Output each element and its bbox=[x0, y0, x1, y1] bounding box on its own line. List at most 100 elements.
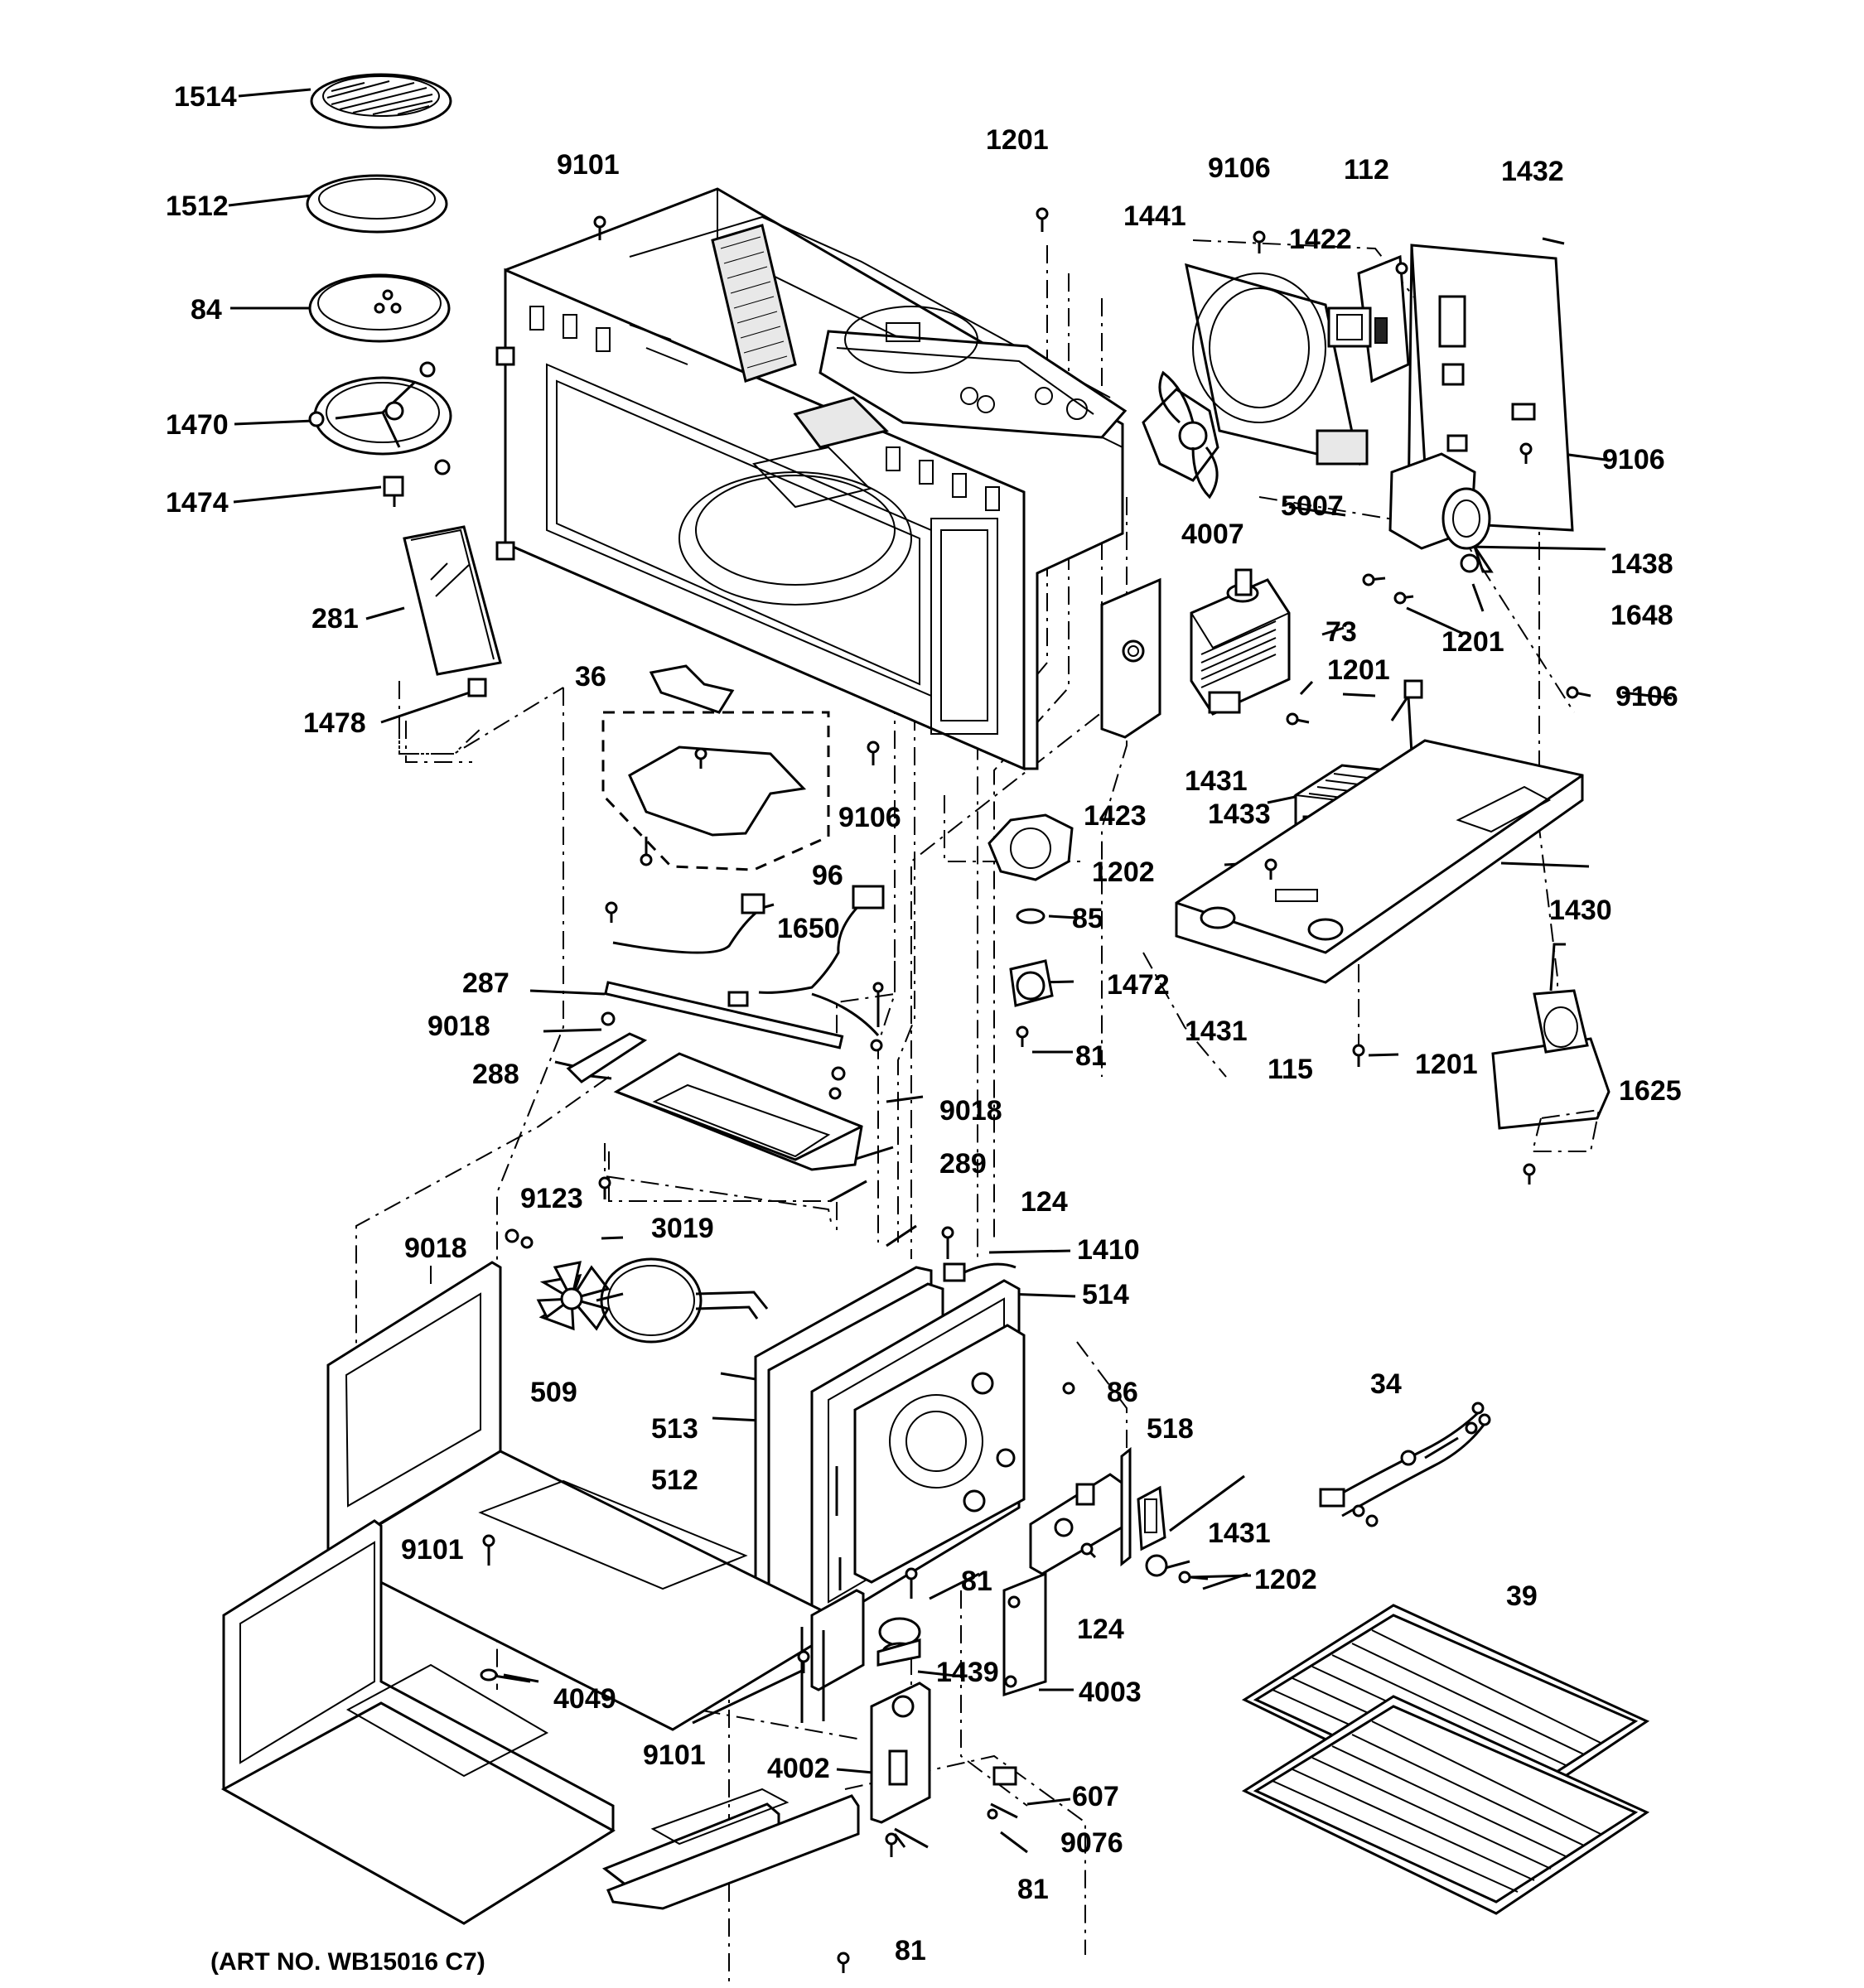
art-number: (ART NO. WB15016 C7) bbox=[210, 1948, 485, 1976]
part-label-1431a: 1431 bbox=[1185, 765, 1248, 797]
part-label-514: 514 bbox=[1082, 1279, 1129, 1310]
thermal-cutout bbox=[1327, 306, 1388, 348]
magnetron-bracket bbox=[1100, 577, 1161, 739]
hv-capacitor-assembly bbox=[1362, 452, 1494, 605]
part-label-9101b: 9101 bbox=[401, 1534, 464, 1566]
base-screw-head bbox=[1264, 858, 1277, 871]
part-label-9106c: 9106 bbox=[1615, 681, 1678, 712]
cover-guide bbox=[398, 721, 481, 755]
part-labels: 1514 1512 84 1470 1474 281 1478 9101 1201 9106 112… bbox=[166, 81, 1682, 1966]
part-label-1650: 1650 bbox=[777, 913, 840, 944]
stirrer-assembly bbox=[601, 664, 830, 871]
part-label-288: 288 bbox=[472, 1059, 519, 1090]
part-label-9101a: 9101 bbox=[557, 149, 620, 181]
part-label-39: 39 bbox=[1506, 1580, 1538, 1612]
part-label-81b: 81 bbox=[961, 1566, 992, 1597]
part-label-9018a: 9018 bbox=[427, 1011, 490, 1042]
part-label-1439: 1439 bbox=[936, 1657, 999, 1688]
lower-brackets bbox=[797, 1567, 1047, 1973]
part-label-84: 84 bbox=[191, 294, 222, 326]
part-label-287: 287 bbox=[462, 967, 509, 999]
convection-fan-heater bbox=[505, 1228, 769, 1344]
roller-ring bbox=[308, 361, 452, 475]
part-label-4007: 4007 bbox=[1181, 519, 1244, 550]
part-label-4002: 4002 bbox=[767, 1753, 830, 1784]
part-label-4049: 4049 bbox=[553, 1683, 616, 1715]
part-label-36: 36 bbox=[575, 661, 606, 692]
part-label-9106b: 9106 bbox=[1602, 444, 1665, 475]
outer-chassis bbox=[220, 1261, 852, 1925]
part-label-1430: 1430 bbox=[1549, 895, 1612, 926]
plate-screw-b-head bbox=[1352, 1044, 1365, 1057]
part-label-96: 96 bbox=[812, 860, 843, 891]
part-label-518: 518 bbox=[1147, 1413, 1194, 1445]
part-label-1433: 1433 bbox=[1208, 799, 1271, 830]
part-label-3019: 3019 bbox=[651, 1213, 714, 1244]
part-label-1423: 1423 bbox=[1084, 800, 1147, 832]
wire-harness-34 bbox=[1319, 1402, 1491, 1527]
component-base-plate bbox=[1175, 739, 1584, 984]
glass-turntable bbox=[308, 273, 451, 343]
part-label-509: 509 bbox=[530, 1377, 577, 1408]
part-label-1201c: 1201 bbox=[1327, 654, 1390, 686]
fan-motor-assembly bbox=[1142, 254, 1410, 499]
part-label-9106a: 9106 bbox=[1208, 152, 1271, 184]
screws-top bbox=[593, 207, 1266, 765]
magnetron bbox=[1190, 568, 1291, 716]
part-label-124b: 124 bbox=[1077, 1614, 1124, 1645]
part-label-1470: 1470 bbox=[166, 409, 229, 441]
part-label-1512: 1512 bbox=[166, 191, 229, 222]
part-label-81a: 81 bbox=[1075, 1040, 1107, 1072]
part-label-86: 86 bbox=[1107, 1377, 1138, 1408]
wire-harness-lamp bbox=[601, 885, 885, 1100]
part-label-289: 289 bbox=[939, 1148, 987, 1180]
part-label-281: 281 bbox=[311, 603, 359, 635]
part-label-512: 512 bbox=[651, 1464, 698, 1496]
part-label-1431c: 1431 bbox=[1208, 1518, 1271, 1549]
part-label-1438: 1438 bbox=[1610, 548, 1673, 580]
part-label-81c: 81 bbox=[895, 1935, 926, 1966]
part-label-9076: 9076 bbox=[1060, 1827, 1123, 1859]
waveguide-cover bbox=[403, 525, 502, 676]
rear-panel-assembly bbox=[754, 1226, 1026, 1630]
part-label-9018c: 9018 bbox=[404, 1233, 467, 1264]
oven-racks bbox=[1241, 1604, 1650, 1915]
part-label-1648: 1648 bbox=[1610, 600, 1673, 631]
part-label-1472: 1472 bbox=[1107, 969, 1170, 1001]
turntable-coupler bbox=[383, 475, 404, 507]
interlock-bracket-assembly bbox=[1029, 1382, 1209, 1584]
part-label-124a: 124 bbox=[1021, 1186, 1068, 1218]
damper-assembly bbox=[1491, 943, 1610, 1185]
part-label-5007: 5007 bbox=[1281, 490, 1344, 522]
part-label-1410: 1410 bbox=[1077, 1234, 1140, 1266]
part-label-1474: 1474 bbox=[166, 487, 229, 519]
part-label-1478: 1478 bbox=[303, 707, 366, 739]
cooking-tray bbox=[306, 174, 448, 234]
magnetron-screw-head bbox=[1286, 712, 1299, 726]
part-label-1201a: 1201 bbox=[986, 124, 1049, 156]
part-label-1202a: 1202 bbox=[1092, 856, 1155, 888]
part-label-1431b: 1431 bbox=[1185, 1016, 1248, 1047]
part-label-513: 513 bbox=[651, 1413, 698, 1445]
part-label-9106d: 9106 bbox=[838, 802, 901, 833]
part-label-1625: 1625 bbox=[1619, 1075, 1682, 1107]
part-label-1201d: 1201 bbox=[1415, 1049, 1478, 1080]
part-label-9101c: 9101 bbox=[643, 1740, 706, 1771]
cover-clip bbox=[467, 678, 487, 697]
grill-rack-tray bbox=[310, 73, 452, 129]
part-label-1202b: 1202 bbox=[1254, 1564, 1317, 1595]
turntable-motor-assembly bbox=[988, 813, 1074, 1047]
part-label-85: 85 bbox=[1072, 903, 1103, 934]
part-label-34: 34 bbox=[1370, 1368, 1402, 1400]
part-label-4003: 4003 bbox=[1079, 1677, 1142, 1708]
part-label-1514: 1514 bbox=[174, 81, 237, 113]
front-trim bbox=[601, 1788, 860, 1910]
lamp-housing bbox=[566, 1032, 863, 1227]
part-label-1441: 1441 bbox=[1123, 200, 1186, 232]
part-label-1432: 1432 bbox=[1501, 156, 1564, 187]
part-label-115: 115 bbox=[1268, 1054, 1313, 1085]
part-label-73: 73 bbox=[1326, 616, 1357, 648]
part-label-112: 112 bbox=[1344, 154, 1389, 186]
